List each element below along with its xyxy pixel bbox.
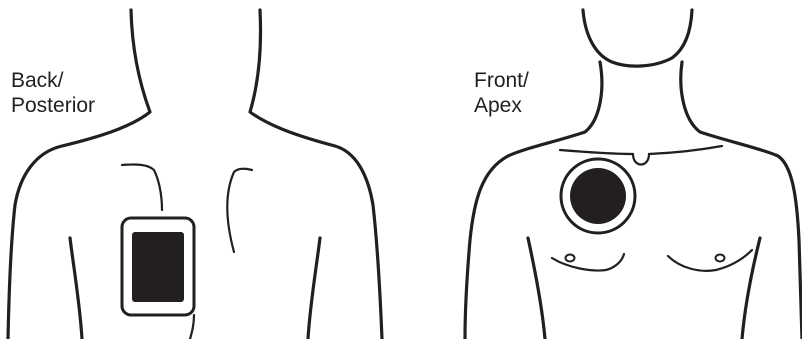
back-right-scapula [227,169,252,252]
front-clavicle-right [649,146,722,154]
back-torso-left-arm-inner [70,238,82,339]
front-right-pectoral [668,250,752,271]
front-torso-right-outline [681,62,802,339]
front-torso-left-arm-inner [528,238,545,339]
front-left-pectoral [552,254,624,271]
back-pad-electrode [132,232,184,302]
front-label-line1: Front/ [474,68,529,93]
front-sternal-notch [633,154,649,165]
back-torso-right-arm-inner [308,238,320,339]
front-torso [465,10,802,339]
front-torso-right-arm-inner [742,238,760,339]
front-label-line2: Apex [474,93,529,118]
back-label-line1: Back/ [11,68,95,93]
front-pad [561,159,635,233]
back-torso-right-outline [250,10,382,339]
front-right-nipple [716,255,725,262]
back-pad [122,218,194,315]
back-pad-cable [190,315,194,339]
front-apex-label: Front/ Apex [474,68,529,118]
front-clavicle-left [560,150,633,154]
back-label-line2: Posterior [11,93,95,118]
front-left-nipple [566,255,575,262]
front-head-outline [583,10,692,66]
back-left-scapula [122,165,162,210]
front-pad-electrode [570,168,626,224]
back-posterior-label: Back/ Posterior [11,68,95,118]
